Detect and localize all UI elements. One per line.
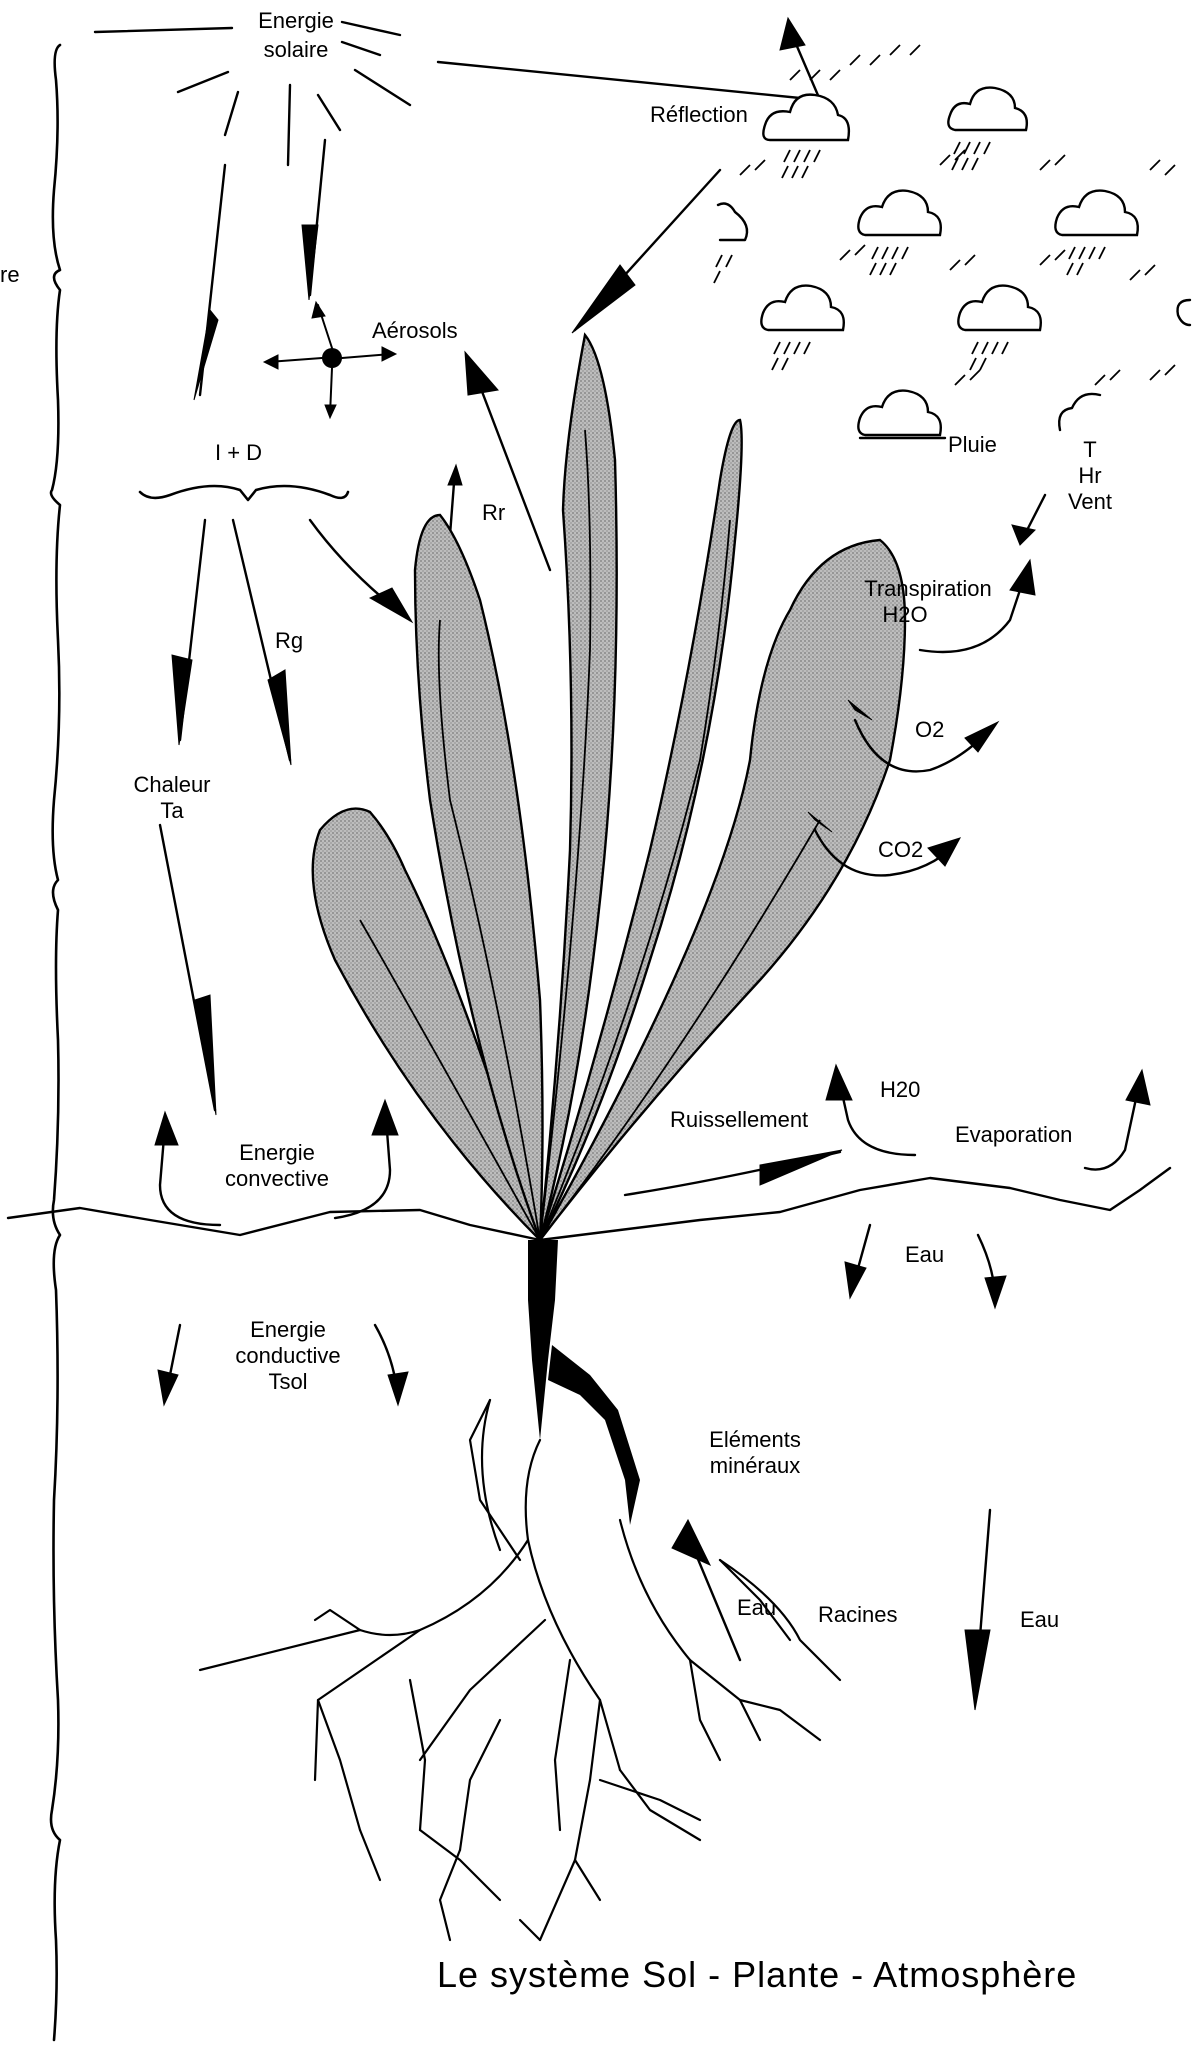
cloud-1: [763, 45, 920, 178]
leaf-center: [540, 335, 617, 1240]
chaleur-arrow: [160, 825, 216, 1115]
aerosols-arrow: [465, 352, 550, 570]
evaporation-arrows: [1085, 1070, 1150, 1170]
weather-arrow: [1012, 495, 1045, 545]
pluie-label: Pluie: [948, 432, 997, 457]
diagram-title: Le système Sol - Plante - Atmosphère: [437, 1954, 1077, 1995]
transpiration-arrows: [920, 560, 1035, 652]
racines-label: Racines: [818, 1602, 897, 1627]
left-brace: [51, 45, 60, 2040]
i-d-brace: [140, 486, 348, 500]
reflection-arrow: [438, 18, 820, 100]
plant-leaves: [313, 335, 905, 1240]
lateral-root-black: [548, 1345, 640, 1525]
cloud-6: [958, 286, 1040, 370]
h20-label: H20: [880, 1077, 920, 1102]
co2-label: CO2: [878, 837, 923, 862]
rr-arrow: [448, 465, 462, 535]
eau-racine-label: Eau: [737, 1595, 776, 1620]
i-d-label: I + D: [215, 440, 262, 465]
reflection-label: Réflection: [650, 102, 748, 127]
cloud-partial-right: [1150, 160, 1190, 380]
ruissellement-arrow: [625, 1150, 842, 1195]
cloud-7: [858, 391, 940, 435]
aerosols-label: Aérosols: [372, 318, 458, 343]
rg-label: Rg: [275, 628, 303, 653]
clouds: [714, 45, 1190, 438]
solar-arrows: [194, 140, 325, 400]
cloud-partial-left: [714, 204, 747, 283]
eau-surface-label: Eau: [905, 1242, 944, 1267]
sun-rays: [95, 22, 410, 165]
cloud-ray-arrow: [572, 170, 720, 333]
cloud-8: [1059, 394, 1100, 430]
deep-eau-arrow: [965, 1510, 990, 1710]
rr-label: Rr: [482, 500, 505, 525]
o2-label: O2: [915, 717, 944, 742]
cloud-5: [761, 286, 843, 370]
eau-profonde-label: Eau: [1020, 1607, 1059, 1632]
left-margin-fragment: re: [0, 262, 20, 287]
cloud-2: [948, 88, 1027, 170]
rain-dashes: [740, 150, 1155, 385]
cloud-4: [1055, 191, 1137, 275]
ruissellement-label: Ruissellement: [670, 1107, 808, 1132]
cloud-3: [858, 191, 940, 275]
taproot: [528, 1240, 558, 1440]
evaporation-label: Evaporation: [955, 1122, 1072, 1147]
